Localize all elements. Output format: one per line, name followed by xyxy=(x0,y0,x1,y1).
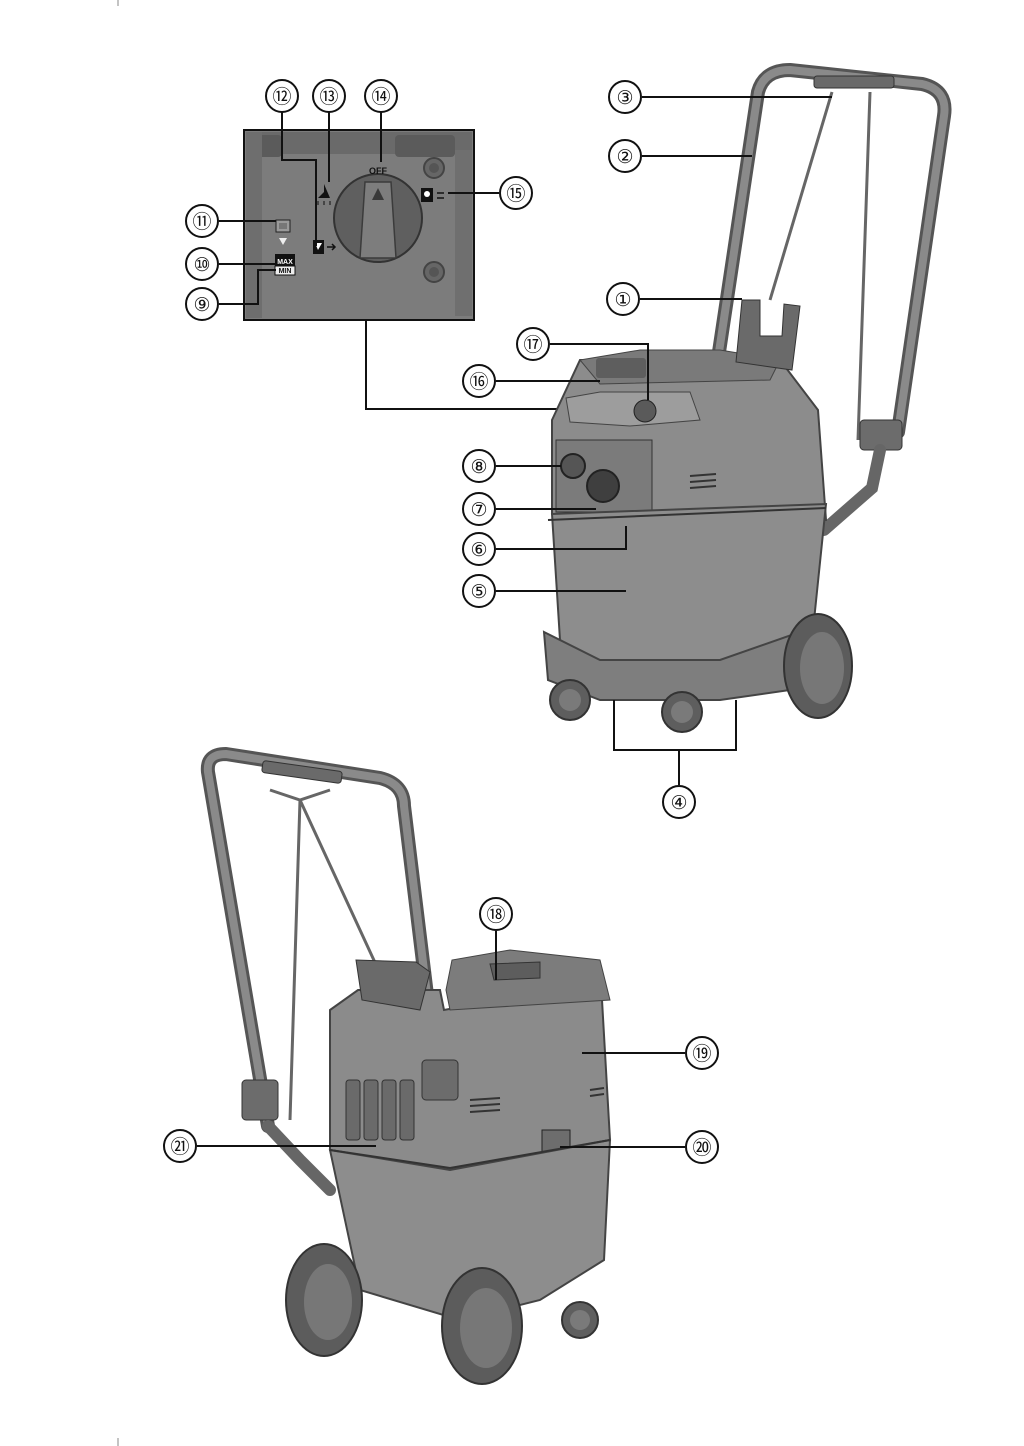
callout-1: ① xyxy=(606,282,640,316)
callout-18: ⑱ xyxy=(479,897,513,931)
vacuum-front-view xyxy=(542,63,952,733)
dust-container-rear xyxy=(328,1138,612,1322)
control-panel-inset: OFF MAX MIN xyxy=(243,129,475,321)
svg-text:⑨: ⑨ xyxy=(193,294,210,316)
callout-6: ⑥ xyxy=(462,532,496,566)
filter-clean-icon xyxy=(421,188,444,202)
callout-11: ⑪ xyxy=(185,204,219,238)
svg-text:②: ② xyxy=(616,146,633,168)
selector-dial-small[interactable] xyxy=(633,399,657,423)
svg-text:⑩: ⑩ xyxy=(193,254,210,276)
svg-text:⑰: ⑰ xyxy=(523,334,542,356)
inset-connector-line xyxy=(365,320,640,410)
svg-text:⑯: ⑯ xyxy=(469,371,488,393)
callout-14: ⑭ xyxy=(364,79,398,113)
vent-slots xyxy=(689,473,717,489)
svg-text:⑦: ⑦ xyxy=(470,499,487,521)
callout-2: ② xyxy=(608,139,642,173)
filter-indicator-icon xyxy=(275,219,291,245)
callout-20: ⑳ xyxy=(685,1130,719,1164)
svg-text:①: ① xyxy=(614,289,631,311)
callout-8: ⑧ xyxy=(462,449,496,483)
callout-21: ㉑ xyxy=(163,1129,197,1163)
callout-15: ⑮ xyxy=(499,176,533,210)
cable-strap xyxy=(768,91,872,441)
level-max-label: MAX xyxy=(277,259,293,266)
svg-text:⑥: ⑥ xyxy=(470,539,487,561)
level-min-label: MIN xyxy=(279,268,292,275)
svg-text:⑫: ⑫ xyxy=(272,86,291,108)
callout-5: ⑤ xyxy=(462,574,496,608)
manual-mode-icon xyxy=(317,184,331,205)
svg-text:⑪: ⑪ xyxy=(192,211,211,233)
svg-text:⑭: ⑭ xyxy=(371,86,390,108)
power-socket[interactable] xyxy=(560,453,586,479)
callout-labels: ⑫ ⑬ ⑭ ⑮ ⑪ ⑩ ⑨ ③ ② ① ⑰ ⑯ ⑧ ⑦ ⑥ ⑤ ④ ⑱ ⑲ ⑳ … xyxy=(163,79,719,1164)
callout-10: ⑩ xyxy=(185,247,219,281)
svg-text:⑱: ⑱ xyxy=(486,904,505,926)
callout-9: ⑨ xyxy=(185,287,219,321)
callout-17: ⑰ xyxy=(516,327,550,361)
callout-4: ④ xyxy=(662,785,696,819)
leader-lines xyxy=(197,96,832,1148)
callout-7: ⑦ xyxy=(462,492,496,526)
castor-bracket xyxy=(613,700,737,751)
svg-text:⑤: ⑤ xyxy=(470,581,487,603)
fill-level-indicator: MAX MIN xyxy=(274,254,296,276)
dial-arrow-icon xyxy=(372,188,384,200)
svg-text:⑳: ⑳ xyxy=(692,1137,711,1159)
hose-storage-ribs xyxy=(345,1079,415,1141)
callout-3: ③ xyxy=(608,80,642,114)
suction-port[interactable] xyxy=(586,469,620,503)
svg-text:㉑: ㉑ xyxy=(170,1136,189,1158)
svg-text:③: ③ xyxy=(616,87,633,109)
callout-19: ⑲ xyxy=(685,1036,719,1070)
vacuum-rear-view xyxy=(200,747,612,1385)
svg-text:⑲: ⑲ xyxy=(692,1043,711,1065)
callout-12: ⑫ xyxy=(265,79,299,113)
vent-slots-rear xyxy=(469,1087,605,1113)
dial-off-label: OFF xyxy=(369,166,387,176)
castor-wheels xyxy=(549,679,703,733)
callout-16: ⑯ xyxy=(462,364,496,398)
svg-text:⑧: ⑧ xyxy=(470,456,487,478)
svg-text:④: ④ xyxy=(670,792,687,814)
svg-text:⑮: ⑮ xyxy=(506,183,525,205)
svg-text:⑬: ⑬ xyxy=(319,86,338,108)
callout-13: ⑬ xyxy=(312,79,346,113)
